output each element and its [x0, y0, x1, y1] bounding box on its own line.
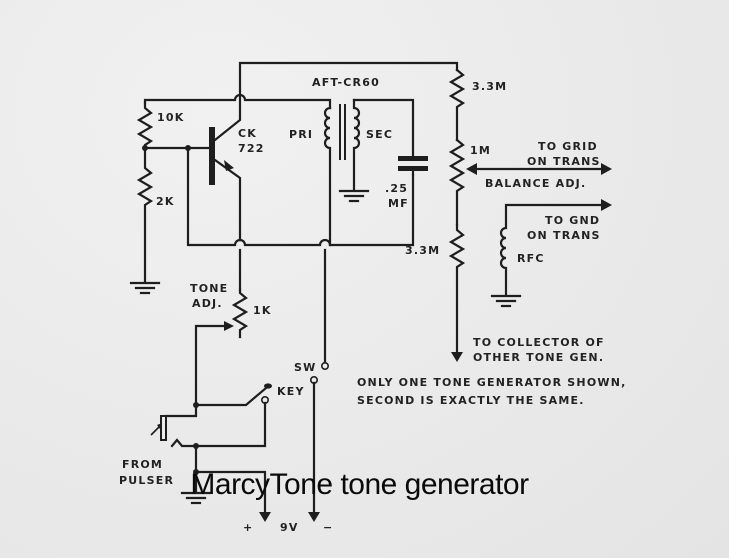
- capacitor-025mf: [398, 156, 428, 177]
- label-from: FROM: [122, 458, 163, 471]
- label-aft-cr60: AFT-CR60: [312, 76, 380, 89]
- label-plus: +: [243, 521, 253, 534]
- wire-battery-plus: [194, 470, 267, 514]
- label-tone: TONE: [190, 282, 228, 295]
- label-pri: PRI: [289, 128, 313, 141]
- potentiometer-1k-tone: [231, 288, 249, 339]
- ground-symbol-2k: [129, 281, 161, 295]
- label-to-grid: TO GRID: [538, 140, 598, 153]
- label-balance-adj: BALANCE ADJ.: [485, 177, 586, 190]
- label-1k: 1K: [253, 304, 272, 317]
- wire-bias-supply: [143, 93, 415, 157]
- label-3-3m-bottom: 3.3M: [405, 244, 440, 257]
- page-caption: MarcyTone tone generator: [190, 468, 529, 501]
- label-sec: SEC: [366, 128, 393, 141]
- label-10k: 10K: [157, 111, 184, 124]
- label-key: KEY: [277, 385, 305, 398]
- wiper-arrow-icon: [224, 321, 234, 331]
- resistor-3-3m-top: [448, 68, 466, 142]
- resistor-3-3m-bottom: [448, 223, 466, 354]
- label-minus: −: [323, 521, 333, 534]
- label-1m: 1M: [470, 144, 491, 157]
- key-switch[interactable]: [194, 383, 272, 448]
- label-722: 722: [238, 142, 265, 155]
- arrow-down-icon: [259, 512, 271, 522]
- label-on-trans-grid: ON TRANS: [527, 155, 601, 168]
- ground-symbol-rfc: [490, 294, 522, 308]
- label-rfc: RFC: [517, 252, 545, 265]
- label-2k: 2K: [156, 195, 175, 208]
- transistor-ck722: [209, 93, 242, 242]
- wire-top-collector: [238, 61, 459, 97]
- transformer-aft-cr60: [323, 98, 361, 247]
- arrow-down-icon: [308, 512, 320, 522]
- ground-symbol-sec: [338, 189, 370, 203]
- label-to-gnd: TO GND: [545, 214, 600, 227]
- potentiometer-1m-balance: [448, 138, 466, 227]
- wire-tone-wiper: [194, 324, 228, 407]
- label-3-3m-top: 3.3M: [472, 80, 507, 93]
- label-cap-unit: MF: [388, 197, 409, 210]
- label-adj: ADJ.: [192, 297, 223, 310]
- label-to-collector: TO COLLECTOR OF: [473, 336, 605, 349]
- resistor-2k: [136, 146, 154, 284]
- note-line-1: ONLY ONE TONE GENERATOR SHOWN,: [357, 376, 627, 389]
- note-line-2: SECOND IS EXACTLY THE SAME.: [357, 394, 585, 407]
- jack-from-pulser: [150, 403, 198, 448]
- arrow-down-icon: [451, 352, 463, 362]
- label-other-tone-gen: OTHER TONE GEN.: [473, 351, 604, 364]
- power-switch[interactable]: [309, 361, 329, 514]
- rf-choke: [499, 199, 612, 297]
- ground-symbol-jack: [180, 491, 212, 505]
- label-pulser: PULSER: [119, 474, 174, 487]
- label-9v: 9V: [280, 521, 299, 534]
- wire-bottom-bus: [186, 146, 415, 247]
- label-sw: SW: [294, 361, 316, 374]
- resistor-10k: [136, 101, 154, 150]
- label-cap-value: .25: [385, 182, 408, 195]
- label-ck: CK: [238, 127, 257, 140]
- balance-adj-arrow[interactable]: [466, 163, 612, 175]
- label-on-trans-gnd: ON TRANS: [527, 229, 601, 242]
